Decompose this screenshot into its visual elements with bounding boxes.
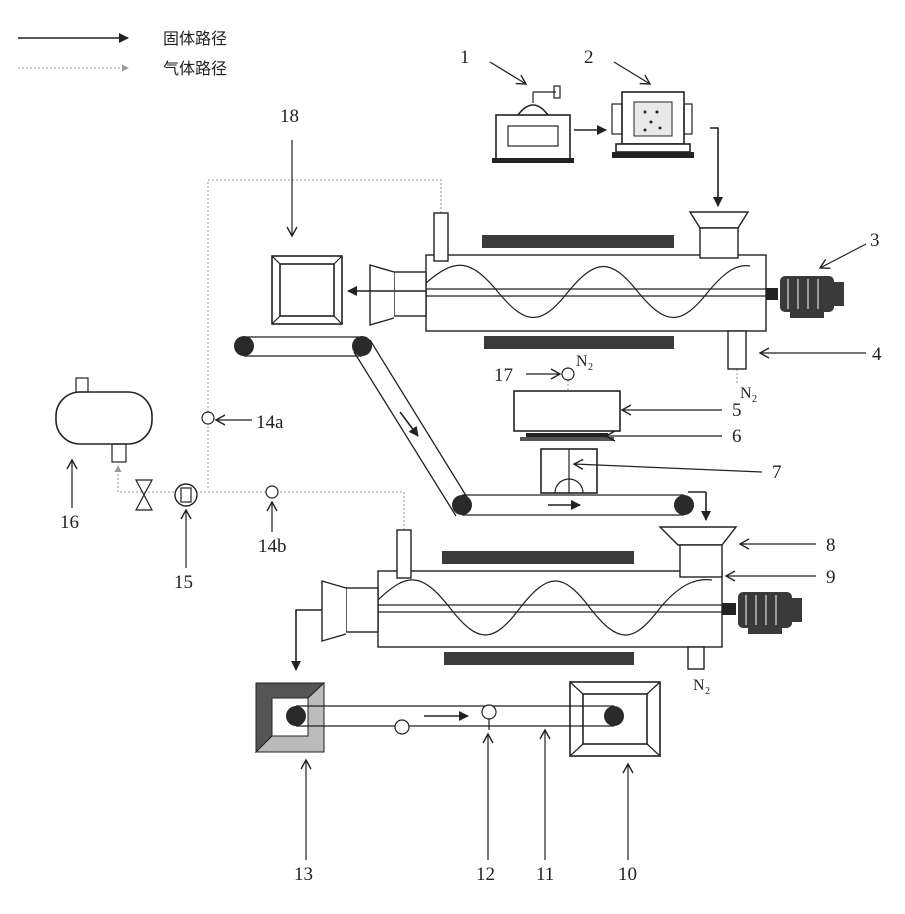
- label-15: 15: [174, 572, 193, 593]
- legend: 固体路径 气体路径: [18, 29, 227, 78]
- label-17: 17: [494, 365, 513, 386]
- n2-sub-17: 2: [588, 362, 593, 373]
- label-4: 4: [872, 344, 882, 365]
- gas-line-upper: [208, 180, 441, 490]
- conveyor-upper: [234, 336, 694, 516]
- legend-solid-label: 固体路径: [163, 29, 227, 48]
- n2-label-lower: N: [693, 677, 705, 694]
- flow-meter-14b: [266, 486, 278, 498]
- label-7: 7: [772, 462, 782, 483]
- gas-line-lower: [118, 466, 404, 530]
- mixer-2: [612, 92, 694, 158]
- label-1: 1: [460, 47, 470, 68]
- heater-lower-bottom: [444, 652, 634, 665]
- pump-15: [175, 484, 197, 506]
- label-9: 9: [826, 567, 836, 588]
- label-10: 10: [618, 864, 637, 885]
- n2-sub-lower: 2: [705, 686, 710, 697]
- grinder-1: [492, 86, 574, 163]
- label-16: 16: [60, 512, 79, 533]
- label-12: 12: [476, 864, 495, 885]
- flow-meter-17: [562, 368, 574, 380]
- lower-screw-reactor: [322, 527, 802, 669]
- n2-label-upper: N: [740, 385, 752, 402]
- label-6: 6: [732, 426, 742, 447]
- n2-sub-upper: 2: [752, 394, 757, 405]
- heater-lower-top: [442, 551, 634, 564]
- label-2: 2: [584, 47, 594, 68]
- label-18: 18: [280, 106, 299, 127]
- label-8: 8: [826, 535, 836, 556]
- number-labels: 1 2 3 4 5 6 7 8 9 10 11 12 13 14a 14b 15…: [60, 47, 882, 885]
- flow-meter-14a: [202, 412, 214, 424]
- arrow-reactor-to-13: [296, 610, 322, 670]
- label-11: 11: [536, 864, 554, 885]
- valve: [136, 480, 152, 510]
- label-3: 3: [870, 230, 880, 251]
- box-18: [272, 256, 342, 324]
- vessel-5: [514, 391, 620, 441]
- arrow-2-to-hopper: [710, 128, 718, 206]
- unit-7: [541, 449, 597, 493]
- heater-upper-top: [482, 235, 674, 248]
- heater-upper-bottom: [484, 336, 674, 349]
- pointer-arrows: [72, 62, 866, 860]
- n2-label-17: N: [576, 353, 588, 370]
- upper-screw-reactor: [370, 212, 844, 369]
- label-14b: 14b: [258, 536, 287, 557]
- label-5: 5: [732, 400, 742, 421]
- tank-16: [56, 378, 152, 462]
- legend-gas-label: 气体路径: [163, 59, 227, 78]
- label-13: 13: [294, 864, 313, 885]
- label-14a: 14a: [256, 412, 284, 433]
